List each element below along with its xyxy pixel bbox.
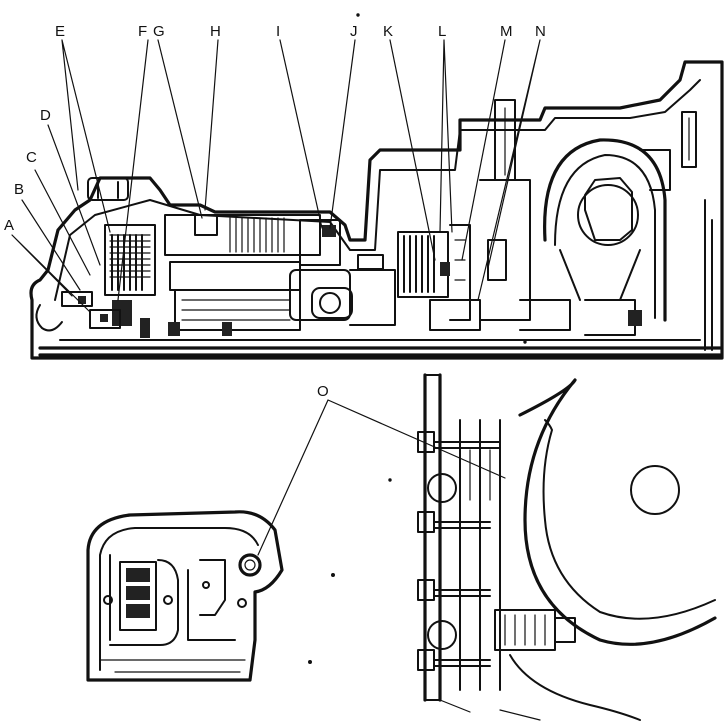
solenoid <box>494 609 576 651</box>
front-clutch-pack <box>104 224 156 338</box>
label-j: J <box>350 23 358 40</box>
label-e: E <box>55 23 65 40</box>
label-c: C <box>26 149 37 166</box>
label-g: G <box>153 23 165 40</box>
housing-inner <box>54 79 701 301</box>
callout-o: O <box>257 383 506 556</box>
torque-converter <box>543 111 713 351</box>
planetary-gearset <box>289 219 396 326</box>
label-f: F <box>138 23 147 40</box>
case-detail <box>417 373 717 721</box>
case-bolts <box>417 431 501 671</box>
housing-bolt <box>87 177 129 201</box>
label-k: K <box>383 23 393 40</box>
label-n: N <box>535 23 546 40</box>
rear-clutch-pack <box>397 224 481 331</box>
shaft-bore <box>630 465 680 515</box>
valve-body-detail <box>86 510 284 682</box>
label-a: A <box>4 217 14 234</box>
shaft-base <box>38 346 722 357</box>
label-o: O <box>317 383 329 400</box>
label-h: H <box>210 23 221 40</box>
label-m: M <box>500 23 513 40</box>
middle-clutch-drum <box>164 214 321 336</box>
label-l: L <box>438 23 446 40</box>
seal-blocks <box>35 291 121 332</box>
rear-housing <box>479 99 571 331</box>
leader-lines <box>11 39 541 313</box>
label-i: I <box>276 23 280 40</box>
transmission-cross-section: A B C D E F G H I J K L M N <box>4 23 724 360</box>
label-b: B <box>14 181 24 198</box>
check-ball <box>238 553 262 577</box>
label-d: D <box>40 107 51 124</box>
scan-specks <box>308 13 527 664</box>
